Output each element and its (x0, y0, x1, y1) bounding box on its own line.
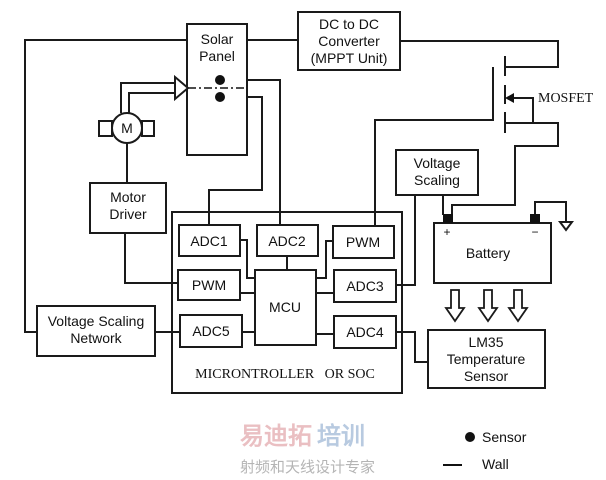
mcu-label: MCU (269, 299, 301, 315)
solar-panel-block: Solar Panel (186, 23, 248, 156)
vsn-label: Voltage Scaling (48, 313, 145, 329)
watermark-text: 易迪拓 (240, 422, 312, 450)
battery-plus-label: + (443, 225, 450, 239)
solar-panel-label: Panel (199, 48, 235, 64)
voltage-scaling-label: Scaling (414, 172, 460, 188)
mosfet-label: MOSFET (538, 91, 594, 106)
heat-arrows (444, 289, 529, 323)
watermark-text: 培训 (317, 422, 365, 450)
motor-label: M (121, 120, 133, 136)
battery-label: Battery (466, 245, 510, 261)
mosfet-symbol: MOSFET (504, 56, 594, 133)
dc-converter-block: DC to DC Converter (MPPT Unit) (297, 11, 401, 71)
microcontroller-label: MICRONTROLLER OR SOC (195, 367, 375, 382)
motor-driver-label: Motor (110, 189, 146, 205)
voltage-scaling-network-block: Voltage Scaling Network (36, 305, 156, 357)
dc-converter-label: (MPPT Unit) (311, 50, 388, 66)
legend: Sensor Wall (443, 429, 527, 472)
lm35-label: LM35 (468, 334, 503, 350)
sensor-dot (215, 75, 225, 85)
lm35-sensor-block: LM35 Temperature Sensor (427, 329, 546, 389)
motor-shaft-arrow (120, 74, 190, 113)
legend-wall-label: Wall (482, 456, 509, 472)
battery-block: + − Battery (433, 214, 552, 284)
sensor-dot (215, 92, 225, 102)
watermark-logo: 易迪拓 培训 射频和天线设计专家 (240, 422, 375, 476)
adc2-label: ADC2 (268, 233, 306, 249)
dc-converter-label: Converter (318, 33, 380, 49)
motor-driver-label: Driver (109, 206, 147, 222)
adc5-label: ADC5 (192, 323, 230, 339)
microcontroller-block: ADC1 ADC2 PWM PWM MCU ADC3 ADC5 ADC4 MIC… (171, 211, 403, 394)
watermark-text: 射频和天线设计专家 (240, 458, 375, 476)
motor-icon: M (98, 112, 155, 144)
pwm-top-label: PWM (346, 234, 380, 250)
voltage-scaling-label: Voltage (414, 155, 461, 171)
legend-sensor-dot (465, 432, 475, 442)
dc-converter-label: DC to DC (319, 16, 379, 32)
voltage-scaling-block: Voltage Scaling (395, 149, 479, 196)
ground-icon (558, 221, 574, 232)
legend-sensor-label: Sensor (482, 429, 527, 445)
adc1-label: ADC1 (190, 233, 228, 249)
adc4-label: ADC4 (346, 324, 384, 340)
vsn-label: Network (70, 330, 122, 346)
adc3-label: ADC3 (346, 278, 384, 294)
lm35-label: Temperature (447, 351, 526, 367)
pwm-left-label: PWM (192, 277, 226, 293)
lm35-label: Sensor (464, 368, 509, 384)
battery-minus-label: − (531, 225, 538, 239)
solar-panel-label: Solar (201, 31, 234, 47)
motor-driver-block: Motor Driver (89, 182, 167, 234)
